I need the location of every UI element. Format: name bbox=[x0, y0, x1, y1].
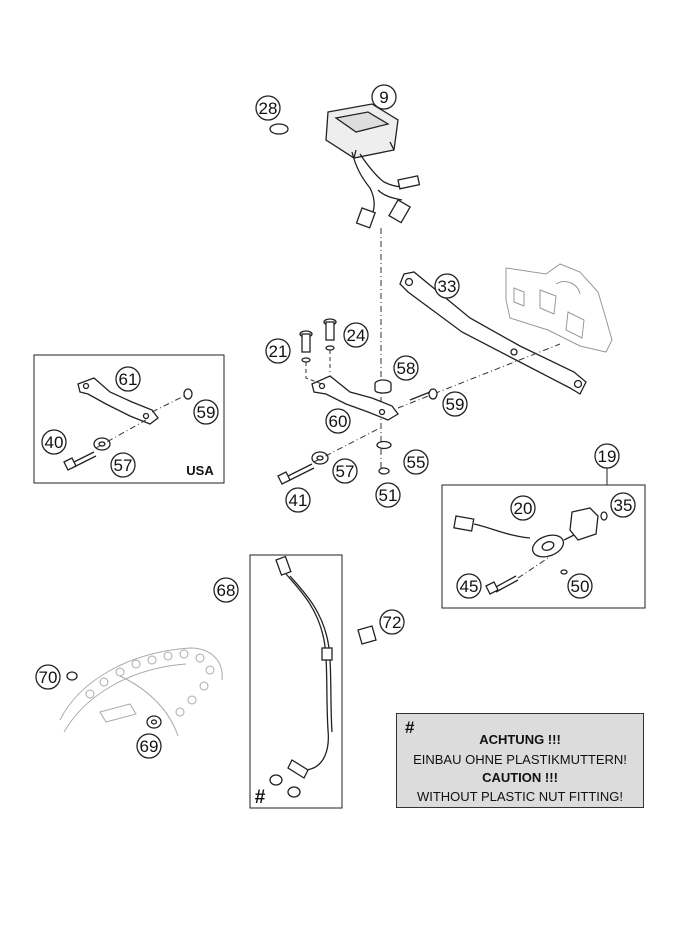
callout-28: 28 bbox=[255, 95, 281, 121]
callout-59-usa: 59 bbox=[193, 399, 219, 425]
bolt-41 bbox=[277, 463, 315, 485]
callout-21: 21 bbox=[265, 338, 291, 364]
screw-50 bbox=[560, 569, 568, 575]
callout-60: 60 bbox=[325, 408, 351, 434]
cable-detail-box bbox=[249, 554, 343, 809]
usa-axis-2 bbox=[95, 419, 147, 449]
spacer-69 bbox=[146, 715, 162, 729]
svg-text:28: 28 bbox=[259, 99, 278, 118]
svg-text:68: 68 bbox=[217, 581, 236, 600]
svg-text:60: 60 bbox=[329, 412, 348, 431]
svg-text:35: 35 bbox=[614, 496, 633, 515]
caution-note-box: # ACHTUNG !!! EINBAU OHNE PLASTIKMUTTERN… bbox=[396, 713, 644, 808]
callout-51: 51 bbox=[375, 482, 401, 508]
note-hash-mark: # bbox=[405, 718, 415, 737]
bracket-60 bbox=[311, 375, 399, 421]
svg-text:21: 21 bbox=[269, 342, 288, 361]
svg-text:40: 40 bbox=[45, 433, 64, 452]
callout-57: 57 bbox=[332, 458, 358, 484]
callout-68: 68 bbox=[213, 577, 239, 603]
callout-59: 59 bbox=[442, 391, 468, 417]
svg-text:61: 61 bbox=[119, 370, 138, 389]
note-line-caution: CAUTION !!! bbox=[482, 770, 558, 785]
nut-51 bbox=[378, 467, 390, 475]
brake-disc-outline bbox=[59, 647, 223, 737]
svg-text:45: 45 bbox=[460, 577, 479, 596]
bolt-59 bbox=[409, 388, 438, 401]
callout-20: 20 bbox=[510, 495, 536, 521]
note-line-achtung: ACHTUNG !!! bbox=[479, 732, 561, 747]
callout-35: 35 bbox=[610, 492, 636, 518]
svg-text:57: 57 bbox=[336, 462, 355, 481]
svg-text:55: 55 bbox=[407, 453, 426, 472]
note-line-einbau: EINBAU OHNE PLASTIKMUTTERN! bbox=[413, 752, 627, 767]
svg-text:69: 69 bbox=[140, 737, 159, 756]
svg-text:20: 20 bbox=[514, 499, 533, 518]
svg-text:59: 59 bbox=[446, 395, 465, 414]
bolt-40 bbox=[63, 451, 97, 471]
fairing-outline bbox=[505, 263, 613, 353]
speedometer-unit bbox=[325, 103, 421, 229]
callout-61: 61 bbox=[115, 366, 141, 392]
usa-label: USA bbox=[186, 463, 214, 478]
ring-70 bbox=[66, 671, 78, 681]
svg-text:58: 58 bbox=[397, 359, 416, 378]
plastic-nut bbox=[269, 774, 301, 798]
svg-text:24: 24 bbox=[347, 326, 366, 345]
callout-70: 70 bbox=[35, 664, 61, 690]
callout-72: 72 bbox=[379, 609, 405, 635]
sensor-detail-box bbox=[441, 484, 646, 609]
callout-50: 50 bbox=[567, 573, 593, 599]
clip-72 bbox=[357, 625, 377, 645]
usa-axis-1 bbox=[151, 395, 185, 413]
svg-text:57: 57 bbox=[114, 456, 133, 475]
svg-text:41: 41 bbox=[289, 491, 308, 510]
usa-detail-box bbox=[33, 354, 225, 484]
svg-text:72: 72 bbox=[383, 613, 402, 632]
bolt-axis-line bbox=[397, 343, 561, 409]
bolt-59-usa bbox=[183, 388, 193, 400]
cap-part bbox=[269, 123, 289, 135]
callout-57-usa: 57 bbox=[110, 452, 136, 478]
note-line-without: WITHOUT PLASTIC NUT FITTING! bbox=[416, 789, 624, 804]
callout-58: 58 bbox=[393, 355, 419, 381]
hash-mark: # bbox=[255, 787, 266, 808]
callout-33: 33 bbox=[434, 273, 460, 299]
sensor-cover bbox=[569, 507, 599, 541]
sensor-axis bbox=[517, 557, 549, 579]
callout-40: 40 bbox=[41, 429, 67, 455]
svg-text:50: 50 bbox=[571, 577, 590, 596]
pin-guide-lines bbox=[305, 350, 331, 385]
svg-text:19: 19 bbox=[598, 447, 617, 466]
callout-19: 19 bbox=[594, 443, 620, 469]
bracket-61 bbox=[77, 377, 159, 425]
callout-55: 55 bbox=[403, 449, 429, 475]
bracket-33 bbox=[399, 271, 587, 395]
callout-45: 45 bbox=[456, 573, 482, 599]
pin-21 bbox=[299, 330, 313, 363]
speedo-cable bbox=[275, 555, 333, 771]
washer-55 bbox=[376, 440, 392, 450]
svg-text:59: 59 bbox=[197, 403, 216, 422]
callout-24: 24 bbox=[343, 322, 369, 348]
svg-text:9: 9 bbox=[379, 88, 388, 107]
svg-text:51: 51 bbox=[379, 486, 398, 505]
svg-text:70: 70 bbox=[39, 668, 58, 687]
callout-41: 41 bbox=[285, 487, 311, 513]
svg-text:33: 33 bbox=[438, 277, 457, 296]
callout-69: 69 bbox=[136, 733, 162, 759]
rubber-58 bbox=[374, 379, 392, 394]
sensor-20 bbox=[453, 515, 581, 558]
screw-35 bbox=[600, 511, 608, 521]
cable-end-fitting bbox=[287, 759, 309, 779]
pin-24 bbox=[323, 318, 337, 351]
bolt-41-axis bbox=[313, 427, 381, 463]
bolt-45 bbox=[485, 575, 519, 595]
callout-9: 9 bbox=[371, 84, 397, 110]
